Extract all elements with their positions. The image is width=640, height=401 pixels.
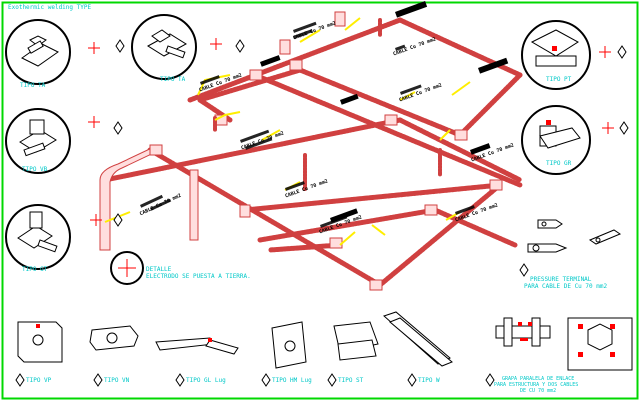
callout-leaders [104,17,471,246]
grapa-red-bolts [518,322,615,357]
sheet-title: Exothermic welding TYPE [8,4,92,11]
grapa-note-line2: PARA ESTRUCTURA Y DOS CABLES [494,382,579,388]
connector-detail-red [546,46,557,125]
type-label-ta: TIPO TA [20,82,46,89]
type-label-pt: TIPO PT [546,76,572,83]
type-gr-circle [521,105,591,175]
grapa-sketches [495,317,633,371]
bottom-label-w: TIPO W [418,377,440,384]
callout-small-text [139,21,475,228]
crosshair-markers [88,38,614,277]
bottom-red-accents [36,324,212,342]
detail-circle [110,251,144,285]
pressure-terminal-sketches [527,219,622,253]
type-label-vb: TIPO VB [22,166,48,173]
bottom-connector-sketches [17,311,453,369]
bottom-label-vn: TIPO VN [104,377,130,384]
pressure-terminal-title: PRESSURE TERMINAL [530,276,592,283]
type-label-gt: TIPO GT [22,266,48,273]
grapa-note-line3: DE CU 70 mm2 [520,388,557,394]
bottom-label-hm-lug: TIPO HM Lug [272,377,312,384]
grid-cables [102,17,523,288]
type-ta-circle-2 [131,14,197,80]
grid-pipes [99,11,503,291]
bottom-label-gl-lug: TIPO GL Lug [186,377,226,384]
connector-sketches [17,29,581,253]
type-vb-circle [5,108,71,174]
bottom-label-st: TIPO ST [338,377,364,384]
diamond-markers [15,39,629,387]
pressure-terminal-sub: PARA CABLE DE Cu 70 mm2 [524,283,608,290]
type-label-gr: TIPO GR [546,160,572,167]
detail-note-line2: ELECTRODO SE PUESTA A TIERRA. [146,273,251,280]
detail-note-line1: DETALLE [146,266,172,273]
bottom-label-vp: TIPO VP [26,377,52,384]
type-ta-circle [5,19,71,85]
type-label-ta-2: TIPO TA [160,76,186,83]
type-pt-circle [521,20,591,90]
grapa-note-line1: GRAPA PARALELA DE ENLACE [502,376,575,382]
type-gt-circle [5,204,71,270]
